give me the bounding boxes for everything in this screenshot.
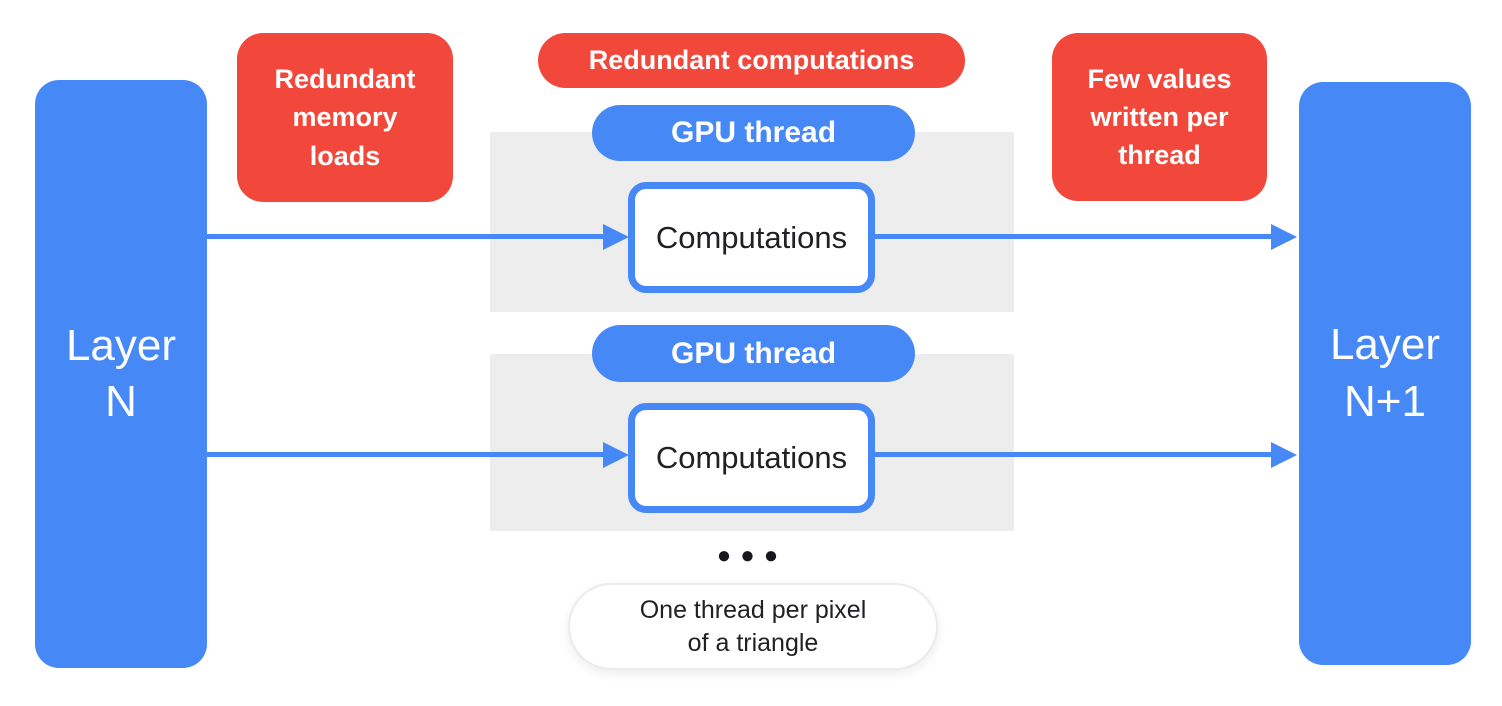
gpu-thread-label-1: GPU thread (670, 116, 837, 149)
gpu-thread-pill-2: GPU thread (592, 325, 915, 382)
layer-n-plus-1-block: Layer N+1 (1299, 82, 1471, 665)
redundant-computations-label: Redundant computations (588, 45, 915, 76)
arrow-head-row2-into-layer-n-plus-1 (1271, 442, 1297, 468)
arrow-head-row1-into-layer-n-plus-1 (1271, 224, 1297, 250)
ellipsis-icon: ●●● (716, 542, 788, 569)
layer-n-label: Layer N (65, 320, 177, 426)
arrow-head-row1-into-computations (603, 224, 629, 250)
redundant-memory-loads-badge: Redundant memory loads (237, 33, 453, 202)
few-values-written-label: Few values written per thread (1087, 63, 1232, 171)
arrow-shaft-row2-left (207, 452, 605, 457)
redundant-memory-loads-label: Redundant memory loads (274, 64, 416, 171)
arrow-shaft-row2-right (875, 452, 1272, 457)
arrow-head-row2-into-computations (603, 442, 629, 468)
caption-label: One thread per pixel of a triangle (639, 595, 867, 657)
arrow-shaft-row1-left (207, 234, 605, 239)
few-values-written-badge: Few values written per thread (1052, 33, 1267, 201)
gpu-thread-pill-1: GPU thread (592, 105, 915, 161)
arrow-shaft-row1-right (875, 234, 1272, 239)
computations-box-2: Computations (628, 403, 875, 513)
layer-n-block: Layer N (35, 80, 207, 668)
computations-box-1: Computations (628, 182, 875, 293)
layer-n-plus-1-label: Layer N+1 (1329, 320, 1441, 426)
gpu-thread-label-2: GPU thread (670, 336, 837, 370)
redundant-computations-badge: Redundant computations (538, 33, 965, 88)
caption-pill: One thread per pixel of a triangle (568, 583, 938, 670)
computations-label-1: Computations (655, 219, 848, 255)
computations-label-2: Computations (655, 440, 848, 475)
